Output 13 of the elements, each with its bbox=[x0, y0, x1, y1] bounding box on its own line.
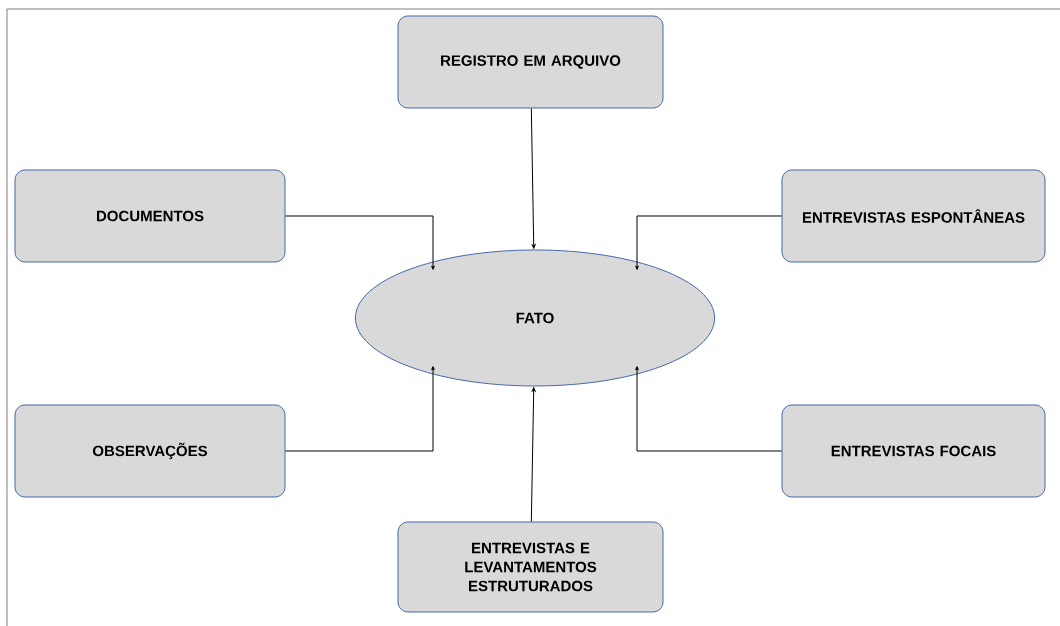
ellipse-node: FATO bbox=[354, 249, 716, 387]
process-box: ENTREVISTAS FOCAIS bbox=[781, 404, 1046, 498]
process-box: DOCUMENTOS bbox=[14, 169, 286, 263]
process-box: REGISTRO EM ARQUIVO bbox=[397, 15, 664, 109]
arrow bbox=[285, 366, 435, 452]
process-box: ENTREVISTAS ESPONTÂNEAS bbox=[781, 169, 1046, 263]
arrow bbox=[530, 387, 536, 522]
arrow bbox=[635, 215, 782, 270]
arrow bbox=[635, 366, 782, 452]
arrow bbox=[530, 108, 536, 249]
process-box: ENTREVISTAS E LEVANTAMENTOS ESTRUTURADOS bbox=[397, 521, 664, 613]
arrow bbox=[285, 215, 435, 270]
process-box: OBSERVAÇÕES bbox=[14, 404, 286, 498]
